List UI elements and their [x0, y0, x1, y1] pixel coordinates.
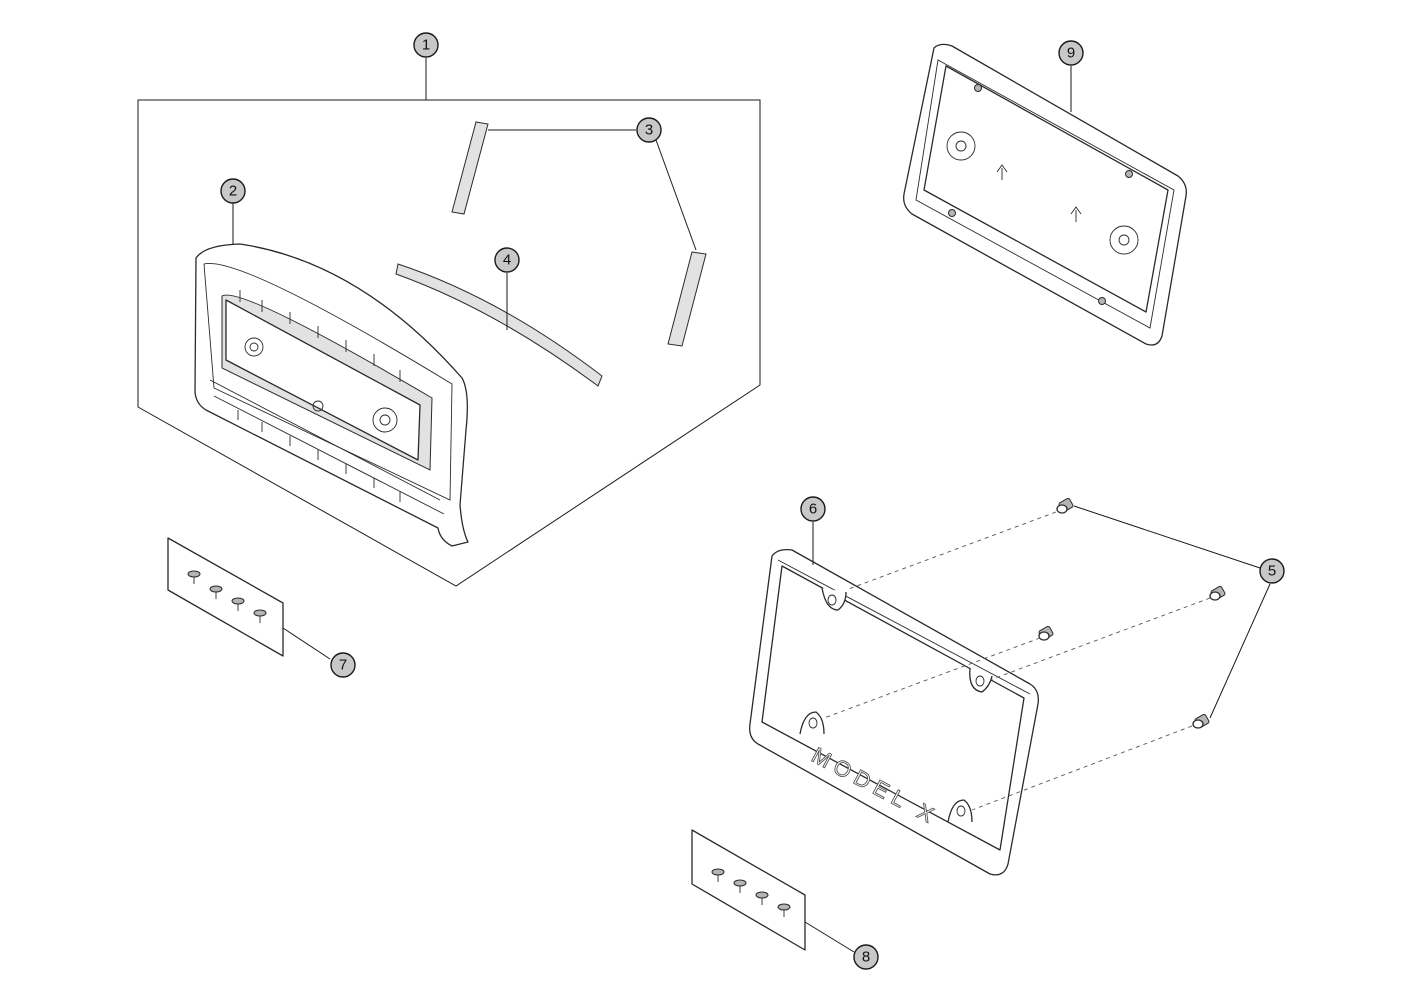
plate-frame-part: MODEL X — [749, 548, 1039, 876]
screw-packet-8 — [691, 829, 806, 951]
screw-5d — [1192, 713, 1210, 729]
frame-screws-part — [823, 497, 1226, 811]
callout-7-label: 7 — [339, 657, 347, 674]
adhesive-strips-part — [451, 121, 707, 347]
callout-8: 8 — [853, 944, 879, 970]
callout-9-label: 9 — [1067, 45, 1075, 62]
callout-6: 6 — [800, 496, 826, 522]
leader-lines — [232, 66, 1271, 953]
front-bracket-part — [194, 243, 469, 547]
callout-3: 3 — [636, 117, 662, 143]
callout-5: 5 — [1259, 558, 1285, 584]
callout-5-label: 5 — [1268, 563, 1276, 580]
callout-2-label: 2 — [229, 183, 237, 200]
screw-packet-7 — [167, 537, 284, 657]
callout-9: 9 — [1058, 40, 1084, 66]
rear-bracket-part — [903, 43, 1187, 346]
callout-1-label: 1 — [422, 37, 430, 54]
callout-4: 4 — [494, 247, 520, 273]
callout-6-label: 6 — [809, 501, 817, 518]
callout-1: 1 — [413, 32, 439, 58]
screw-5a — [1056, 497, 1074, 514]
long-strip-part — [395, 263, 603, 387]
screw-5c — [1038, 625, 1054, 641]
screw-5b — [1209, 585, 1226, 601]
callout-7: 7 — [330, 652, 356, 678]
callout-3-label: 3 — [645, 122, 653, 139]
callout-8-label: 8 — [862, 949, 870, 966]
kit-1-box — [137, 58, 761, 587]
callout-2: 2 — [220, 178, 246, 204]
callout-4-label: 4 — [503, 252, 511, 269]
